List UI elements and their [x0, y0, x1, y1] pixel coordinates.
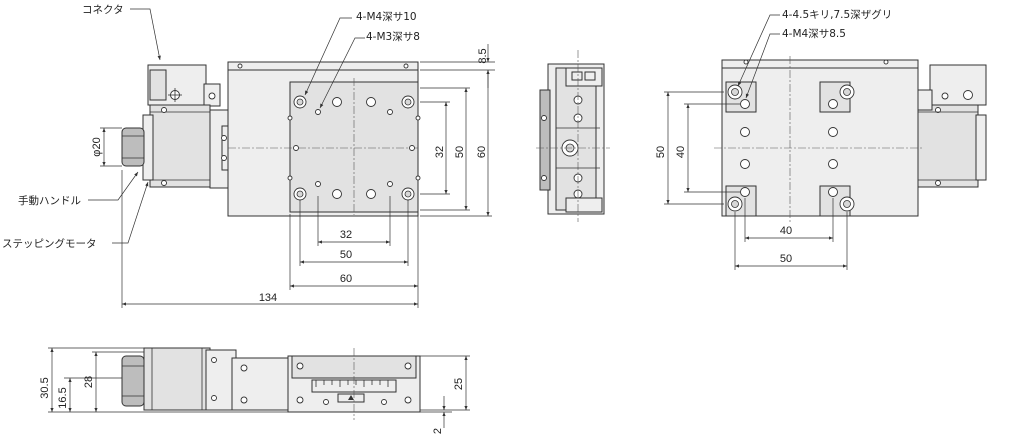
scale-ticks: [315, 380, 389, 387]
hand-knob: [121, 127, 145, 167]
dim-h50: 50: [340, 249, 352, 261]
side-dim-25: 25: [453, 378, 465, 390]
side-dim-28: 28: [83, 376, 95, 388]
dim-v32: 32: [434, 146, 446, 158]
dim-v50: 50: [454, 146, 466, 158]
bottom-dim-v50: 50: [655, 146, 667, 158]
hand-knob-label: 手動ハンドル: [18, 194, 81, 207]
dim-8-5: 8.5: [477, 48, 489, 63]
dim-v60: 60: [476, 146, 488, 158]
m4-depth85-label: 4-M4深サ8.5: [782, 28, 846, 40]
connector: [147, 64, 221, 107]
dim-h134: 134: [259, 292, 277, 304]
side-dim-2: 2: [432, 428, 444, 434]
m4-depth10-label: 4-M4深サ10: [356, 11, 417, 23]
bottom-dim-v40: 40: [675, 146, 687, 158]
dim-h60: 60: [340, 273, 352, 285]
bottom-view: 4-4.5キリ,7.5深ザグリ 4-M4深サ8.5 50 40 40 50: [655, 8, 987, 270]
top-view: コネクタ 4-M4深サ10 4-M3深サ8 手動ハンドル ステッピングモータ 8…: [2, 4, 495, 308]
m3-depth8-label: 4-M3深サ8: [366, 31, 420, 43]
stepping-motor-label: ステッピングモータ: [2, 237, 97, 250]
side-dim-30-5: 30.5: [39, 377, 51, 398]
connector-label: コネクタ: [82, 4, 124, 16]
end-view: [536, 50, 610, 222]
dim-h32: 32: [340, 229, 352, 241]
table-holes: [287, 95, 421, 201]
dim-dia20: φ20: [91, 137, 103, 156]
counterbore-label: 4-4.5キリ,7.5深ザグリ: [782, 8, 892, 21]
stage-top-rail: [227, 61, 419, 71]
stepping-motor: [142, 104, 211, 188]
side-view: 30.5 28 16.5 25 2: [39, 347, 470, 434]
side-dim-16-5: 16.5: [57, 387, 69, 408]
bottom-dim-h50: 50: [780, 253, 792, 265]
bottom-dim-h40: 40: [780, 225, 792, 237]
